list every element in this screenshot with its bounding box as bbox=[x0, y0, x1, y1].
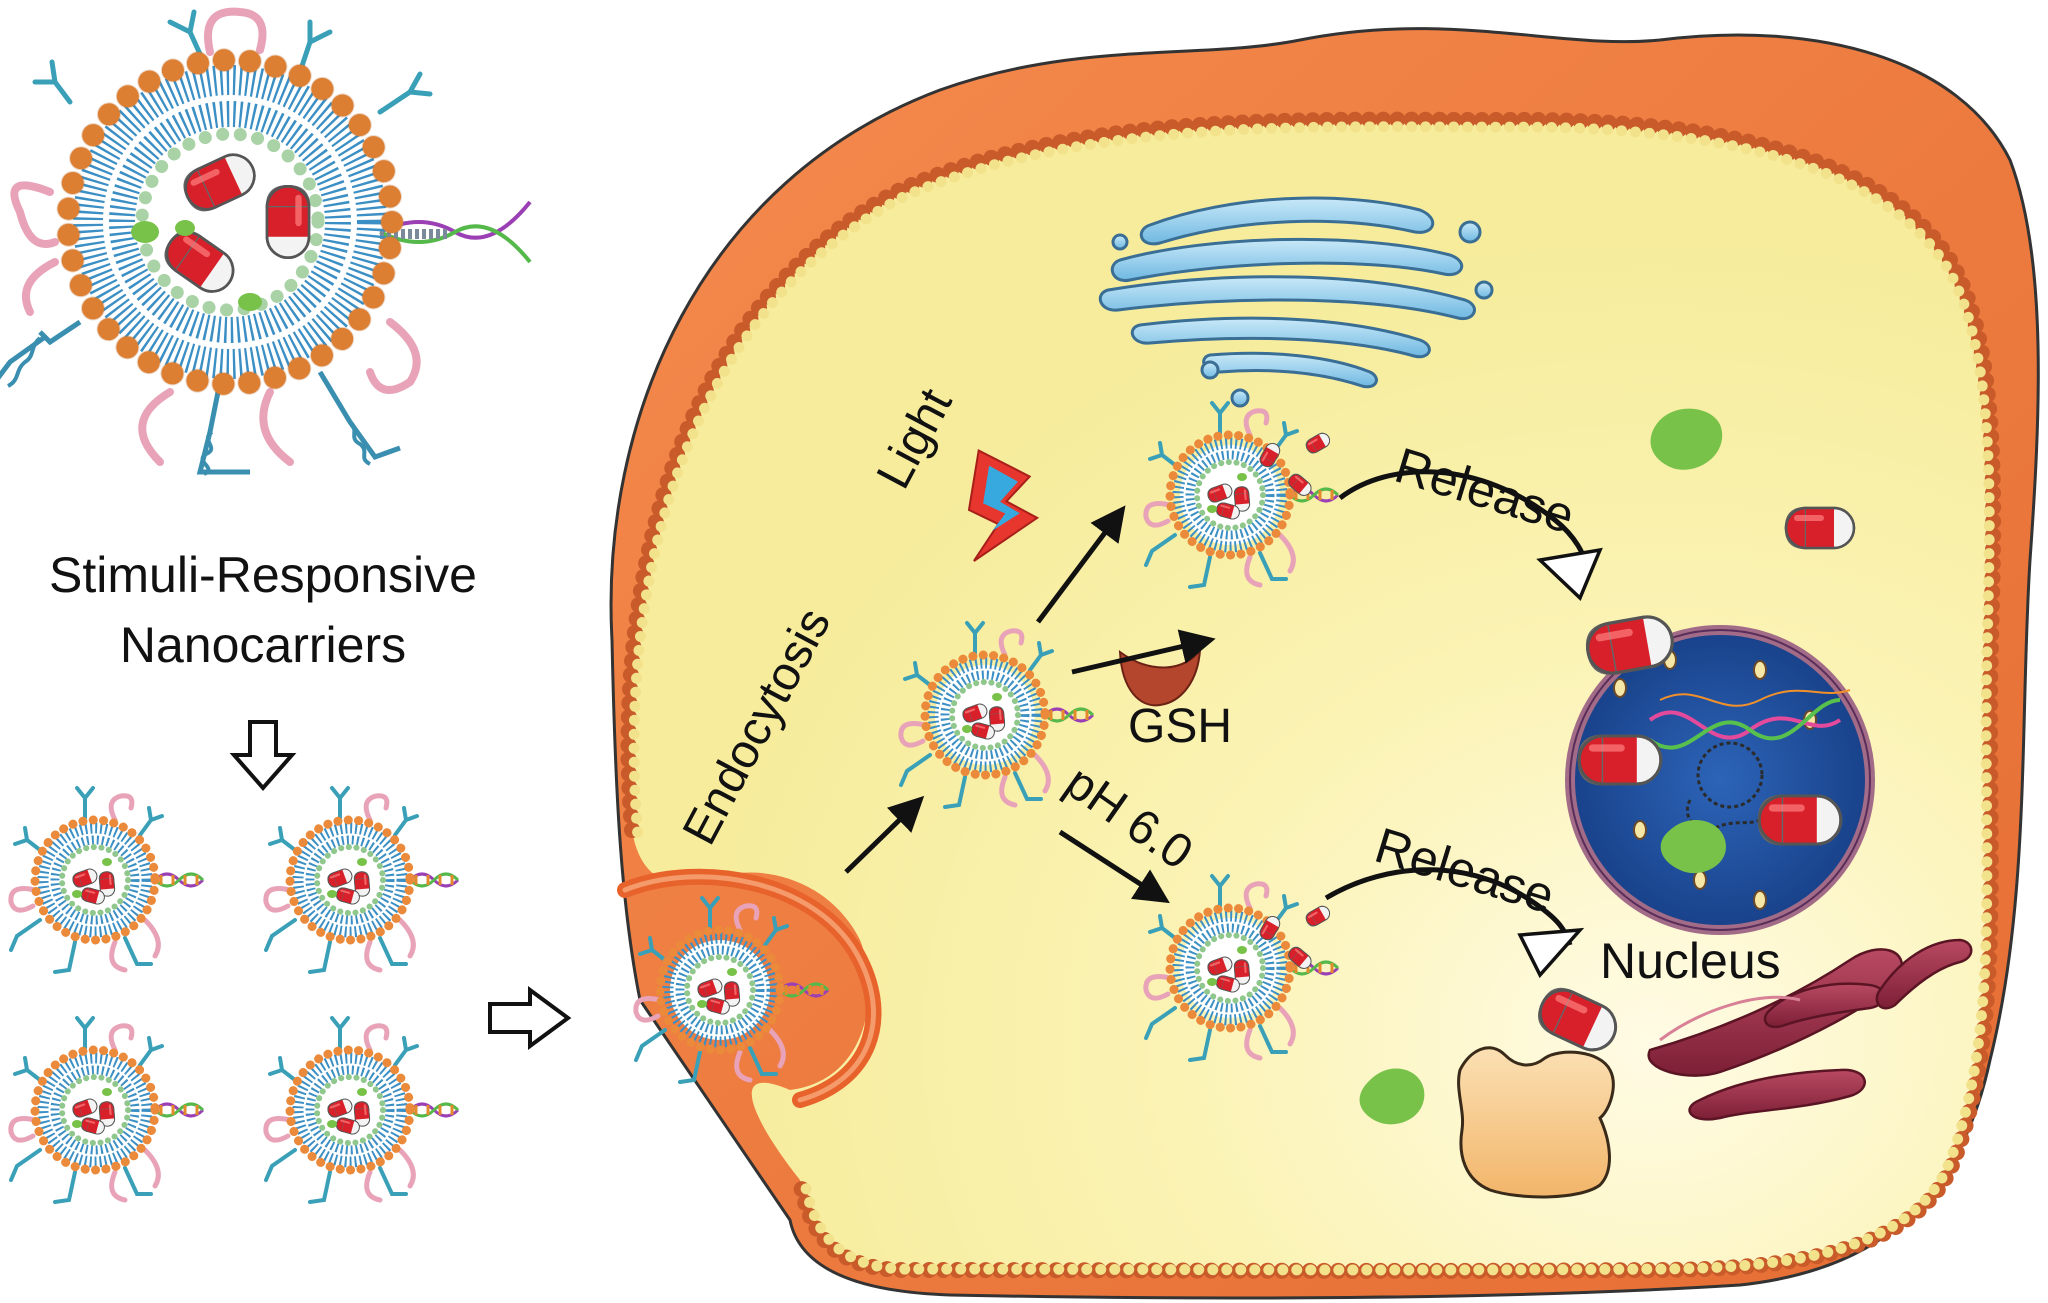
nanocarrier-grid bbox=[11, 788, 458, 1202]
cell-membrane-inner-beads bbox=[628, 121, 1995, 1276]
gsh-icon bbox=[1118, 646, 1202, 707]
grid-nanocarrier-3 bbox=[11, 1018, 203, 1202]
down-arrow bbox=[229, 720, 297, 792]
nucleus-label: Nucleus bbox=[1600, 933, 1781, 989]
cell-membrane-outer-beads bbox=[620, 111, 2002, 1279]
grid-nanocarrier-2 bbox=[266, 788, 458, 972]
arrow-ph bbox=[1058, 829, 1170, 904]
golgi-apparatus bbox=[1098, 196, 1494, 408]
hollow-arrows bbox=[229, 720, 572, 1050]
green-granules bbox=[1359, 408, 1723, 1125]
pathway-arrows bbox=[844, 505, 1216, 904]
nucleus bbox=[1565, 611, 1875, 935]
cell bbox=[609, 27, 2040, 1300]
grid-nanocarrier-1 bbox=[11, 788, 203, 972]
arrow-light bbox=[1036, 505, 1126, 624]
protein-receptor bbox=[1457, 981, 1625, 1199]
lightning-icon bbox=[967, 448, 1040, 562]
arrow-endocytosis bbox=[844, 795, 925, 874]
grid-nanocarrier-4 bbox=[266, 1018, 458, 1202]
right-arrow bbox=[488, 986, 572, 1050]
large-nanocarrier bbox=[0, 7, 532, 476]
release-arrowheads bbox=[1517, 547, 1603, 979]
arrow-gsh bbox=[1071, 629, 1216, 675]
mitochondria bbox=[1647, 938, 1973, 1121]
nanocarrier-title-line2: Nanocarriers bbox=[120, 617, 406, 673]
nanocarrier-title-line1: Stimuli-Responsive bbox=[49, 547, 477, 603]
endocytic-vesicle bbox=[617, 868, 882, 1108]
cytoplasm bbox=[628, 119, 1994, 1271]
free-drug-capsule bbox=[1784, 506, 1856, 550]
gsh-label: GSH bbox=[1128, 700, 1232, 753]
